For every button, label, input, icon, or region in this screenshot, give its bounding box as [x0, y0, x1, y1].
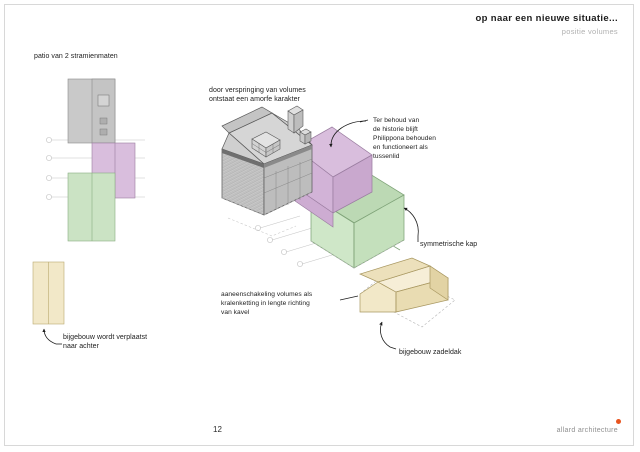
model-existing-house	[221, 105, 313, 237]
page-title: op naar een nieuwe situatie...	[475, 13, 618, 24]
annotation-symmetrische-kap: symmetrische kap	[420, 241, 478, 248]
chimney-front	[287, 105, 304, 134]
bijgebouw-zadeldak-arrow	[379, 321, 391, 348]
annotation-bijgebouw-verplaatst-line2: naar achter	[63, 343, 99, 350]
page-number: 12	[213, 425, 222, 434]
annotation-bijgebouw-verplaatst-line1: bijgebouw wordt verplaatst	[63, 334, 148, 341]
facade-windows	[263, 158, 313, 210]
annotation-philippona-line3: Philippona behouden	[373, 135, 436, 142]
logo-text: allard architecture	[556, 427, 618, 434]
kralenketting-leader	[339, 295, 359, 301]
annotation-kralenketting-line2: kralenketting in lengte richting	[221, 300, 310, 307]
plan-green-volume	[67, 172, 116, 242]
logo-dot-icon	[616, 419, 621, 424]
symmetrische-kap-arrow	[403, 207, 419, 237]
isometric-model	[221, 105, 456, 350]
plan-diagram	[32, 78, 145, 345]
annex-move-arrow	[42, 328, 57, 345]
plan-yellow-annex	[32, 261, 65, 325]
annotation-philippona-line5: tussenlid	[373, 153, 400, 160]
annotation-verspringing-line2: ontstaat een amorfe karakter	[209, 96, 300, 103]
annotation-kralenketting-line3: van kavel	[221, 309, 250, 316]
annotation-philippona-line4: en functioneert als	[373, 144, 428, 151]
philippona-leader-tick	[359, 119, 369, 123]
annotation-bijgebouw-zadeldak: bijgebouw zadeldak	[399, 349, 462, 356]
plan-grid-bubbles	[46, 137, 52, 200]
model-annex-volume	[359, 257, 456, 328]
annotation-verspringing-line1: door verspringing van volumes	[209, 87, 306, 94]
chimney-rear	[299, 128, 312, 145]
annotation-kralenketting-line1: aaneenschakeling volumes als	[221, 291, 313, 298]
plan-gray-volume	[67, 78, 116, 144]
page-subtitle: positie volumes	[561, 27, 618, 36]
annotation-philippona-line2: de historie blijft	[373, 126, 418, 133]
annotation-philippona-line1: Ter behoud van	[373, 117, 420, 124]
annotation-patio: patio van 2 stramienmaten	[34, 53, 118, 60]
dormer	[251, 131, 281, 158]
